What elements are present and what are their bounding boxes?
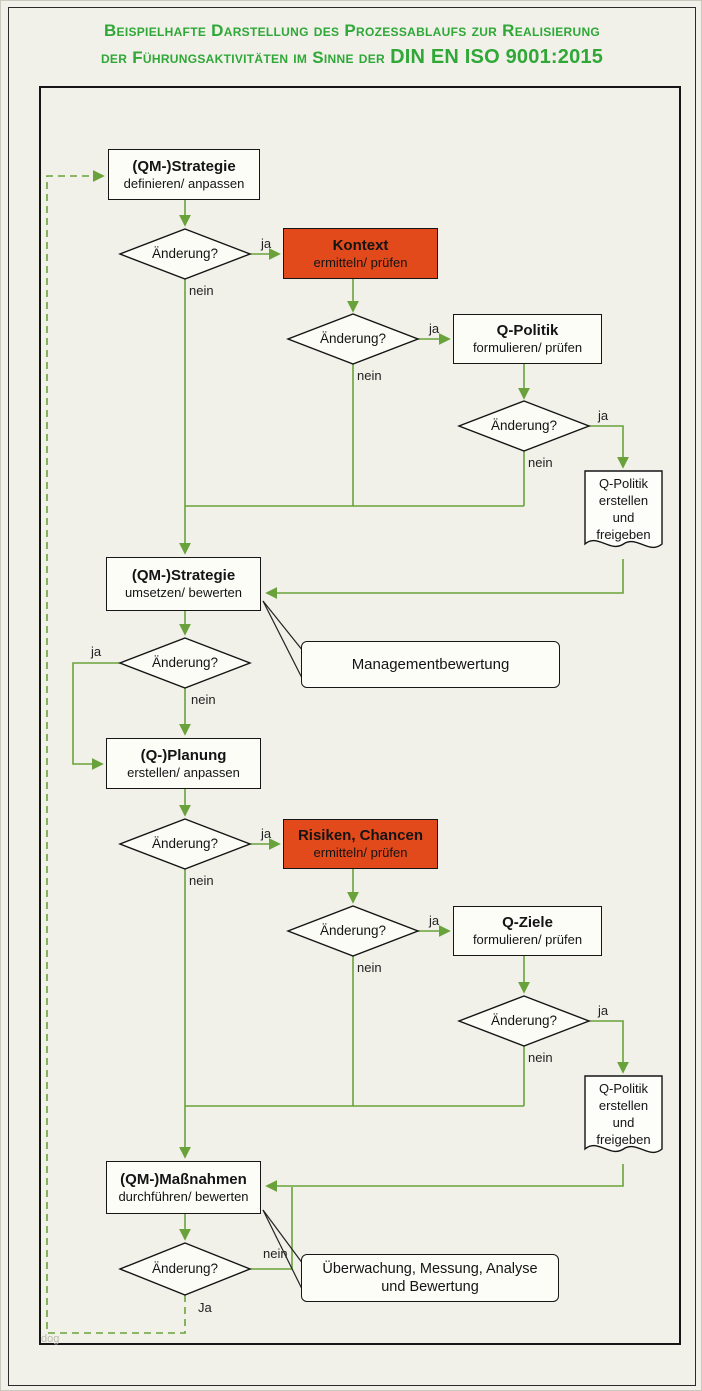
watermark-text: dog (41, 1333, 60, 1345)
document-text-1: Q-Politik erstellen und freigeben (596, 476, 651, 542)
node-q-politik: Q-Politik formulieren/ prüfen (453, 314, 602, 364)
node-subtitle: umsetzen/ bewerten (124, 585, 243, 600)
callout-managementbewertung: Managementbewertung (301, 641, 560, 688)
feedback-loop-dashed (46, 170, 186, 1334)
connector-decision3-ja-dokument (589, 425, 629, 469)
node-title: (QM-)Maßnahmen (120, 1170, 247, 1188)
title-line-2-prefix: der Führungsaktivitäten im Sinne der (100, 48, 386, 67)
flowchart-border (39, 86, 681, 1345)
decision-label-2: Änderung? (319, 331, 387, 346)
callout-ueberwachung: Überwachung, Messung, Analyse und Bewert… (301, 1254, 559, 1302)
node-title: (Q-)Planung (140, 746, 227, 764)
edge-label-nein-7: nein (528, 1050, 553, 1065)
edge-label-ja-5: ja (261, 826, 272, 841)
decision-label-7: Änderung? (490, 1013, 558, 1028)
edge-label-nein-1: nein (189, 283, 214, 298)
node-kontext: Kontext ermitteln/ prüfen (283, 228, 438, 279)
node-subtitle: ermitteln/ prüfen (313, 845, 408, 860)
decision-label-6: Änderung? (319, 923, 387, 938)
callout-line-ueberwachung-1 (262, 1209, 304, 1265)
connector-decision4-ja-planung (72, 662, 120, 770)
edge-label-ja-3: ja (598, 408, 609, 423)
node-strategie-umsetzen: (QM-)Strategie umsetzen/ bewerten (106, 557, 261, 611)
node-title: Risiken, Chancen (297, 827, 424, 844)
decision-label-1: Änderung? (151, 246, 219, 261)
callout-pointer-lines (262, 600, 304, 1292)
page-title: Beispielhafte Darstellung des Prozessabl… (41, 18, 663, 71)
callout-line-ueberwachung-2 (262, 1209, 304, 1292)
decision-diamond-7 (457, 995, 591, 1047)
decision-diamond-5 (118, 818, 252, 870)
edge-label-ja-1: ja (261, 236, 272, 251)
node-title: Kontext (332, 236, 389, 254)
node-title: (QM-)Strategie (131, 567, 236, 584)
connector-dokument1-to-umsetzen (265, 559, 624, 599)
node-subtitle: ermitteln/ prüfen (313, 254, 408, 270)
decision-diamond-6 (286, 905, 420, 957)
decision-label-8: Änderung? (151, 1261, 219, 1276)
callout-line-management-2 (262, 600, 304, 681)
edge-label-ja-7: ja (598, 1003, 609, 1018)
title-line-2: der Führungsaktivitäten im Sinne der DIN… (41, 44, 663, 71)
node-title: Q-Ziele (502, 914, 553, 931)
edge-label-nein-4: nein (191, 692, 216, 707)
connector-decision7-ja-dokument2 (589, 1020, 629, 1074)
decision-label-3: Änderung? (490, 418, 558, 433)
edge-label-nein-3: nein (528, 455, 553, 470)
edge-label-nein-2: nein (357, 368, 382, 383)
decision-label-5: Änderung? (151, 836, 219, 851)
title-line-1: Beispielhafte Darstellung des Prozessabl… (103, 21, 601, 40)
node-subtitle: definieren/ anpassen (123, 175, 245, 191)
edge-label-ja-2: ja (429, 321, 440, 336)
node-subtitle: formulieren/ prüfen (472, 340, 583, 355)
node-q-planung: (Q-)Planung erstellen/ anpassen (106, 738, 261, 789)
document-shape-1 (584, 470, 663, 549)
document-shapes (584, 470, 663, 1154)
decision-diamond-2 (286, 313, 420, 365)
node-strategie-definieren: (QM-)Strategie definieren/ anpassen (108, 149, 260, 200)
node-risiken-chancen: Risiken, Chancen ermitteln/ prüfen (283, 819, 438, 869)
decision-diamond-3 (457, 400, 591, 452)
node-massnahmen: (QM-)Maßnahmen durchführen/ bewerten (106, 1161, 261, 1214)
node-q-ziele: Q-Ziele formulieren/ prüfen (453, 906, 602, 956)
node-subtitle: formulieren/ prüfen (472, 932, 583, 947)
node-subtitle: erstellen/ anpassen (127, 764, 240, 780)
edge-label-nein-8: nein (263, 1246, 288, 1261)
document-text-2: Q-Politik erstellen und freigeben (596, 1081, 651, 1147)
callout-line-management-1 (262, 600, 304, 652)
edge-label-ja-6: ja (429, 913, 440, 928)
decision-diamond-1 (118, 228, 252, 280)
edge-label-ja-8: Ja (198, 1300, 212, 1315)
connector-dokument2-to-massnahmen (265, 1164, 624, 1192)
node-title: Q-Politik (496, 322, 559, 339)
edge-label-nein-5: nein (189, 873, 214, 888)
decision-diamond-8 (118, 1242, 252, 1296)
decision-diamond-4 (118, 637, 252, 689)
node-title: (QM-)Strategie (132, 157, 236, 175)
flow-connectors (46, 170, 629, 1334)
decision-label-4: Änderung? (151, 655, 219, 670)
node-subtitle: durchführen/ bewerten (118, 1188, 249, 1204)
document-shape-2 (584, 1075, 663, 1154)
iso-standard-label: DIN EN ISO 9001:2015 (390, 46, 604, 68)
decision-diamonds (118, 228, 591, 1296)
edge-label-nein-6: nein (357, 960, 382, 975)
edge-label-ja-4: ja (91, 644, 102, 659)
